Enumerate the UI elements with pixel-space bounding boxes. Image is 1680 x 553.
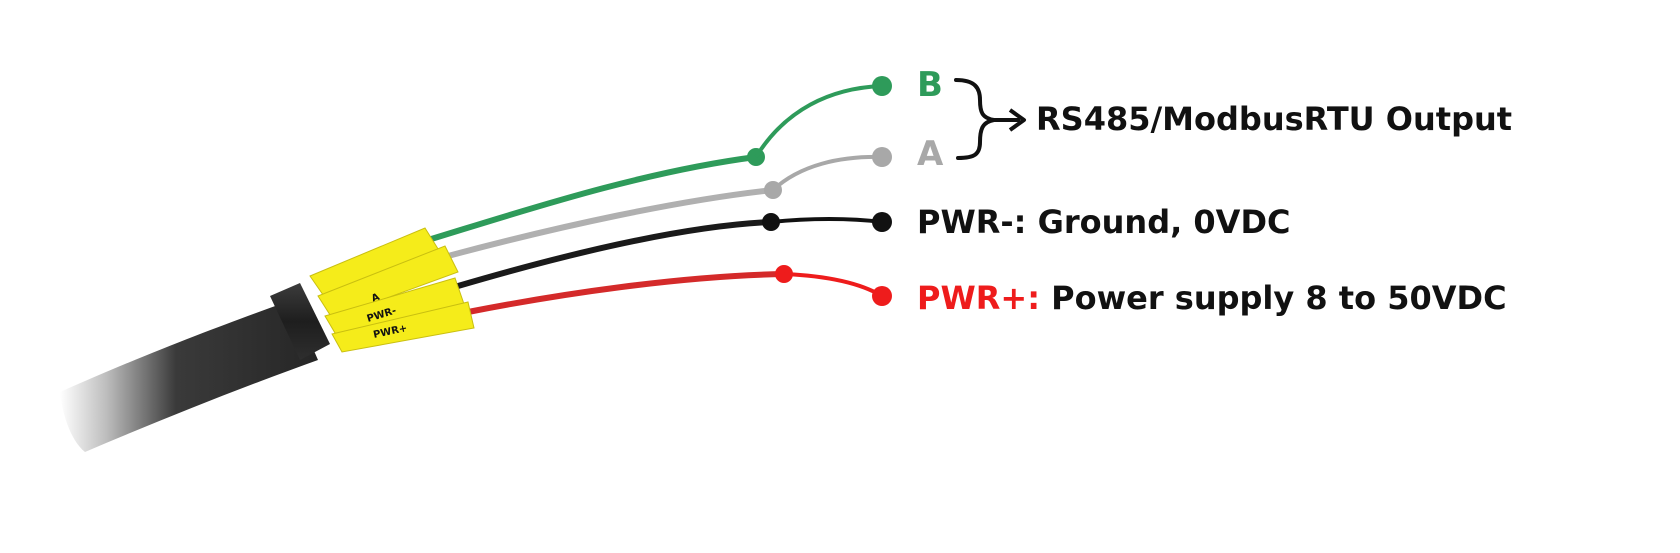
cable-jacket [60, 300, 318, 452]
black-leader [770, 217, 883, 224]
pwr-plus-line: PWR+: Power supply 8 to 50VDC [917, 279, 1507, 317]
pwr-plus-description: Power supply 8 to 50VDC [1051, 279, 1506, 317]
bus-output-label: RS485/ModbusRTU Output [1036, 100, 1512, 138]
pwr-plus-label: PWR+: [917, 279, 1040, 317]
brace-icon [954, 78, 995, 160]
pwr-minus-line: PWR-: Ground, 0VDC [917, 203, 1290, 241]
black-wire [455, 219, 774, 289]
terminal-dot-b [872, 76, 892, 96]
terminal-label-a: A [917, 134, 944, 174]
red-wire [465, 271, 787, 315]
pwr-minus-description: Ground, 0VDC [1038, 203, 1291, 241]
green-leader [754, 84, 883, 159]
gray-wire [445, 187, 776, 259]
gray-leader [771, 154, 883, 192]
red-leader [783, 272, 884, 298]
sleeve-a: A [317, 245, 459, 319]
sleeve-pwr-plus: PWR+ [331, 301, 475, 353]
terminal-label-b: B [917, 65, 943, 105]
pwr-minus-label: PWR-: [917, 203, 1026, 241]
terminal-dot-pwr-minus [872, 212, 892, 232]
sleeve-label-a: A [370, 292, 382, 305]
terminal-dot-pwr-plus [872, 286, 892, 306]
arrow-head-icon [1008, 108, 1026, 132]
terminal-dot-a [872, 147, 892, 167]
heat-shrink [270, 283, 330, 360]
green-wire [425, 154, 759, 243]
